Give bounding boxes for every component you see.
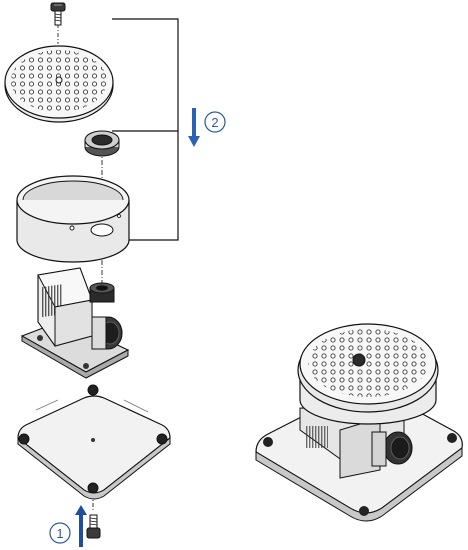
step-1-circle [49,522,71,544]
pump-unit [20,267,130,379]
assembled-view [255,323,463,522]
bottom-screw [86,514,101,539]
step-1-number: 1 [56,526,63,541]
cylindrical-housing [16,175,130,263]
step-1-arrow [75,505,87,547]
top-screw [50,2,66,26]
base-plate [17,384,171,500]
collar-ring [84,130,120,157]
assembled-cover [297,323,439,413]
perforated-cover [4,45,114,123]
step-2-marker: 2 [188,108,226,147]
assembled-top-screw [352,353,366,367]
step-2-arrow [188,108,200,147]
step-2-circle [204,111,226,133]
step-1-marker: 1 [49,505,87,547]
exploded-view: 1 2 [4,2,226,547]
assembly-bracket [112,18,179,241]
step-2-number: 2 [211,115,218,130]
